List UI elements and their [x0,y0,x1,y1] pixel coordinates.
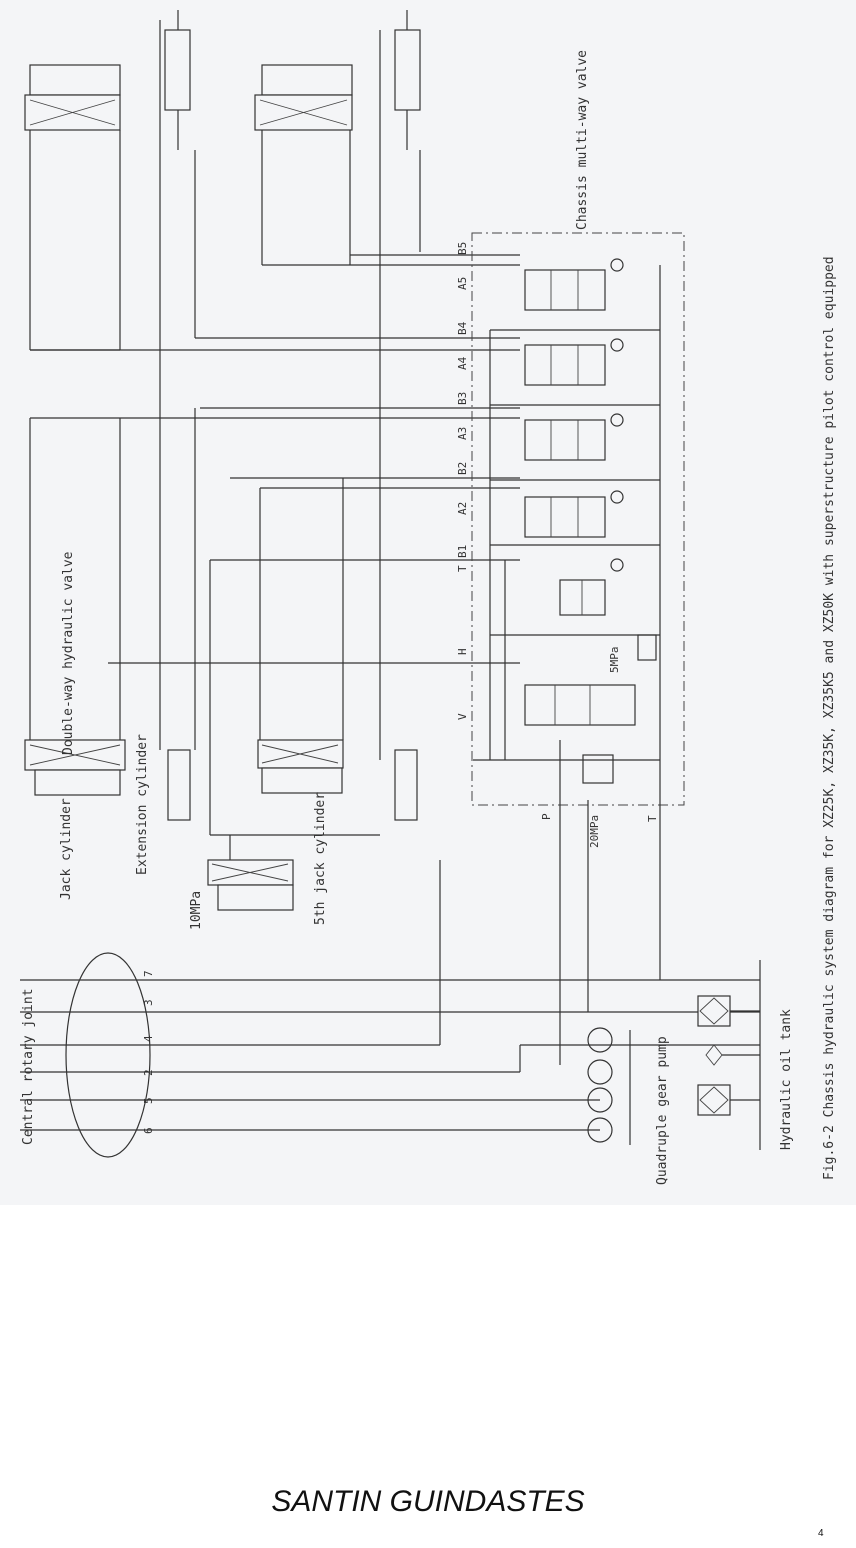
port-4: 4 [142,1035,155,1042]
port-7: 7 [142,970,155,977]
valve-port-h: H [456,648,469,655]
hydraulic-diagram: Central rotary joint Quadruple gear pump… [20,10,837,1185]
valve-port-a3: A3 [456,427,469,440]
port-5: 5 [142,1097,155,1104]
footer-brand: SANTIN GUINDASTES [271,1485,585,1518]
valve-manifold [473,265,661,805]
cylinder-lines [29,20,520,835]
multiway-valve-boundary [471,232,685,806]
valve-port-b1: B1 [456,545,469,558]
valve-port-a2: A2 [456,502,469,515]
valve-port-t-top: T [456,565,469,572]
label-fifth-jack-cylinder: 5th jack cylinder [313,792,328,925]
label-20mpa: 20MPa [588,815,601,848]
page-mark: 4 [818,1528,824,1539]
valve-port-p: P [540,813,553,820]
extension-cylinder-middle [167,749,191,821]
rotary-joint-lines [20,740,761,1150]
central-rotary-joint-symbol [65,952,151,1158]
extension-cylinder-top-1 [164,10,191,150]
valve-port-b4: B4 [456,321,469,335]
valve-sections [524,269,657,784]
hydraulic-oil-tank [697,995,760,1116]
jack-cylinder-left [24,739,126,796]
label-quadruple-gear-pump: Quadruple gear pump [655,1036,670,1185]
label-5mpa: 5MPa [608,647,621,674]
extension-cylinder-top-2 [394,10,421,150]
check-valves [610,258,624,572]
valve-port-a4: A4 [456,356,469,370]
valve-port-t-bottom: T [646,815,659,822]
caption: Fig.6-2 Chassis hydraulic system diagram… [822,256,837,1180]
label-central-rotary-joint: Central rotary joint [21,988,36,1145]
jack-cylinder-top-middle [254,64,353,265]
port-2: 2 [142,1069,155,1076]
double-way-valve-bottom [207,834,380,911]
label-hydraulic-oil-tank: Hydraulic oil tank [779,1009,794,1150]
valve-port-a5: A5 [456,277,469,290]
jack-cylinder-top-left [24,64,121,351]
port-3: 3 [142,999,155,1006]
label-jack-cylinder: Jack cylinder [59,798,74,900]
scanned-diagram-sheet: Central rotary joint Quadruple gear pump… [0,0,856,1205]
valve-port-v: V [456,713,469,720]
label-extension-cylinder: Extension cylinder [135,734,150,875]
label-10mpa: 10MPa [189,891,204,930]
port-6: 6 [142,1127,155,1134]
label-double-way-valve: Double-way hydraulic valve [61,551,76,755]
quadruple-gear-pump [587,1027,631,1145]
valve-port-b2: B2 [456,462,469,475]
valve-port-b5: B5 [456,242,469,255]
valve-port-b3: B3 [456,392,469,405]
label-chassis-multiway-valve: Chassis multi-way valve [575,50,590,230]
fifth-jack-cylinder [257,739,344,794]
extension-cylinder-bottom [394,749,418,821]
